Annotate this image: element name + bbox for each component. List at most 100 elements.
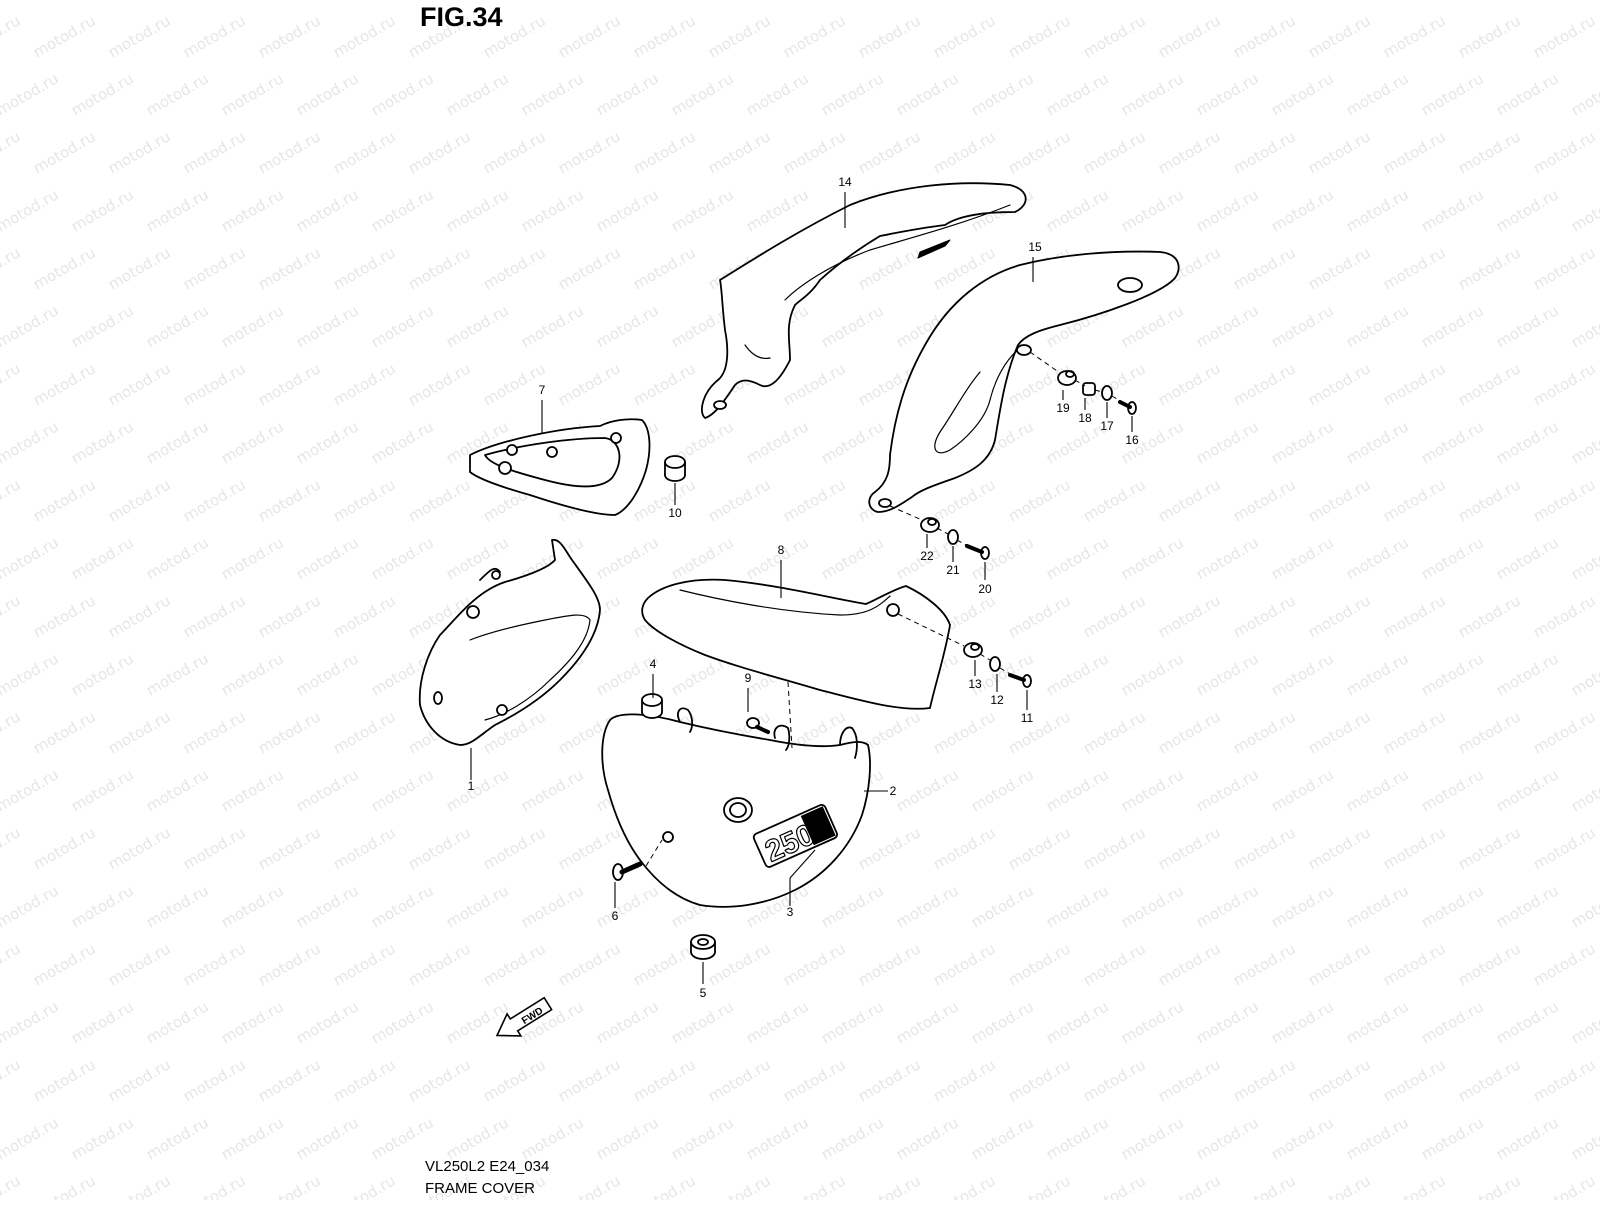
watermark-text: motod.ru bbox=[818, 1113, 887, 1163]
watermark-text: motod.ru bbox=[780, 11, 849, 61]
watermark-text: motod.ru bbox=[105, 243, 174, 293]
watermark-text: motod.ru bbox=[1530, 823, 1599, 873]
watermark-text: motod.ru bbox=[1305, 591, 1374, 641]
watermark-text: motod.ru bbox=[293, 649, 362, 699]
watermark-text: motod.ru bbox=[105, 11, 174, 61]
watermark-text: motod.ru bbox=[1005, 939, 1074, 989]
part-label-16: 16 bbox=[1125, 433, 1139, 447]
watermark-text: motod.ru bbox=[480, 127, 549, 177]
watermark-text: motod.ru bbox=[1268, 185, 1337, 235]
watermark-text: motod.ru bbox=[1305, 823, 1374, 873]
watermark-text: motod.ru bbox=[68, 0, 137, 3]
watermark-text: motod.ru bbox=[518, 1113, 587, 1163]
watermark-text: motod.ru bbox=[1268, 0, 1337, 3]
watermark-text: motod.ru bbox=[1230, 823, 1299, 873]
watermark-text: motod.ru bbox=[330, 127, 399, 177]
watermark-text: motod.ru bbox=[1268, 881, 1337, 931]
part-21-washer bbox=[947, 529, 959, 545]
watermark-text: motod.ru bbox=[1418, 0, 1487, 3]
watermark-text: motod.ru bbox=[930, 823, 999, 873]
watermark-text: motod.ru bbox=[1455, 1055, 1524, 1105]
watermark-text: motod.ru bbox=[1530, 243, 1599, 293]
watermark-text: motod.ru bbox=[930, 939, 999, 989]
watermark-text: motod.ru bbox=[1305, 707, 1374, 757]
watermark-text: motod.ru bbox=[593, 301, 662, 351]
watermark-text: motod.ru bbox=[855, 11, 924, 61]
watermark-text: motod.ru bbox=[255, 475, 324, 525]
watermark-text: motod.ru bbox=[0, 823, 24, 873]
watermark-text: motod.ru bbox=[818, 533, 887, 583]
watermark-text: motod.ru bbox=[405, 359, 474, 409]
watermark-text: motod.ru bbox=[1380, 939, 1449, 989]
watermark-text: motod.ru bbox=[1455, 127, 1524, 177]
watermark-text: motod.ru bbox=[1230, 11, 1299, 61]
watermark-text: motod.ru bbox=[1230, 243, 1299, 293]
watermark-text: motod.ru bbox=[0, 591, 24, 641]
part-18-collar bbox=[1082, 382, 1096, 396]
watermark-text: motod.ru bbox=[1380, 359, 1449, 409]
watermark-text: motod.ru bbox=[1305, 475, 1374, 525]
watermark-text: motod.ru bbox=[1305, 1171, 1374, 1200]
watermark-text: motod.ru bbox=[30, 591, 99, 641]
watermark-text: motod.ru bbox=[1343, 0, 1412, 3]
watermark-text: motod.ru bbox=[780, 1055, 849, 1105]
watermark-text: motod.ru bbox=[330, 359, 399, 409]
watermark-text: motod.ru bbox=[593, 69, 662, 119]
part-5-grommet bbox=[690, 934, 716, 960]
watermark-text: motod.ru bbox=[743, 0, 812, 3]
watermark-text: motod.ru bbox=[1530, 475, 1599, 525]
watermark-text: motod.ru bbox=[68, 301, 137, 351]
watermark-text: motod.ru bbox=[143, 765, 212, 815]
watermark-text: motod.ru bbox=[1193, 997, 1262, 1047]
watermark-text: motod.ru bbox=[1080, 127, 1149, 177]
watermark-text: motod.ru bbox=[518, 301, 587, 351]
watermark-text: motod.ru bbox=[1568, 69, 1600, 119]
watermark-text: motod.ru bbox=[0, 765, 62, 815]
watermark-text: motod.ru bbox=[105, 127, 174, 177]
watermark-text: motod.ru bbox=[1568, 649, 1600, 699]
watermark-text: motod.ru bbox=[143, 301, 212, 351]
watermark-text: motod.ru bbox=[293, 301, 362, 351]
watermark-text: motod.ru bbox=[818, 881, 887, 931]
watermark-text: motod.ru bbox=[1380, 1055, 1449, 1105]
watermark-text: motod.ru bbox=[1305, 243, 1374, 293]
watermark-text: motod.ru bbox=[1043, 185, 1112, 235]
figure-title: FIG.34 bbox=[420, 2, 503, 32]
watermark-text: motod.ru bbox=[1568, 301, 1600, 351]
watermark-text: motod.ru bbox=[1530, 1171, 1599, 1200]
watermark-text: motod.ru bbox=[0, 185, 62, 235]
watermark-text: motod.ru bbox=[1305, 359, 1374, 409]
watermark-text: motod.ru bbox=[0, 417, 62, 467]
watermark-text: motod.ru bbox=[255, 359, 324, 409]
watermark-text: motod.ru bbox=[1193, 69, 1262, 119]
watermark-text: motod.ru bbox=[0, 475, 24, 525]
watermark-text: motod.ru bbox=[1080, 939, 1149, 989]
watermark-text: motod.ru bbox=[480, 1055, 549, 1105]
watermark-text: motod.ru bbox=[518, 0, 587, 3]
watermark-text: motod.ru bbox=[480, 939, 549, 989]
watermark-text: motod.ru bbox=[1380, 1171, 1449, 1200]
watermark-text: motod.ru bbox=[930, 127, 999, 177]
watermark-text: motod.ru bbox=[105, 475, 174, 525]
model-code: VL250L2 E24_034 bbox=[425, 1158, 550, 1175]
watermark-text: motod.ru bbox=[143, 69, 212, 119]
watermark-text: motod.ru bbox=[368, 765, 437, 815]
watermark-text: motod.ru bbox=[1418, 997, 1487, 1047]
watermark-text: motod.ru bbox=[368, 185, 437, 235]
watermark-text: motod.ru bbox=[30, 11, 99, 61]
watermark-text: motod.ru bbox=[1230, 707, 1299, 757]
part-17-washer bbox=[1101, 385, 1113, 401]
watermark-text: motod.ru bbox=[1080, 1055, 1149, 1105]
watermark-text: motod.ru bbox=[1493, 417, 1562, 467]
watermark-text: motod.ru bbox=[1455, 11, 1524, 61]
watermark-text: motod.ru bbox=[1343, 69, 1412, 119]
watermark-text: motod.ru bbox=[143, 533, 212, 583]
watermark-text: motod.ru bbox=[555, 1171, 624, 1200]
watermark-text: motod.ru bbox=[593, 533, 662, 583]
watermark-text: motod.ru bbox=[1418, 185, 1487, 235]
watermark-text: motod.ru bbox=[1380, 823, 1449, 873]
watermark-text: motod.ru bbox=[555, 127, 624, 177]
part-label-7: 7 bbox=[539, 383, 546, 397]
part-label-2: 2 bbox=[890, 784, 897, 798]
